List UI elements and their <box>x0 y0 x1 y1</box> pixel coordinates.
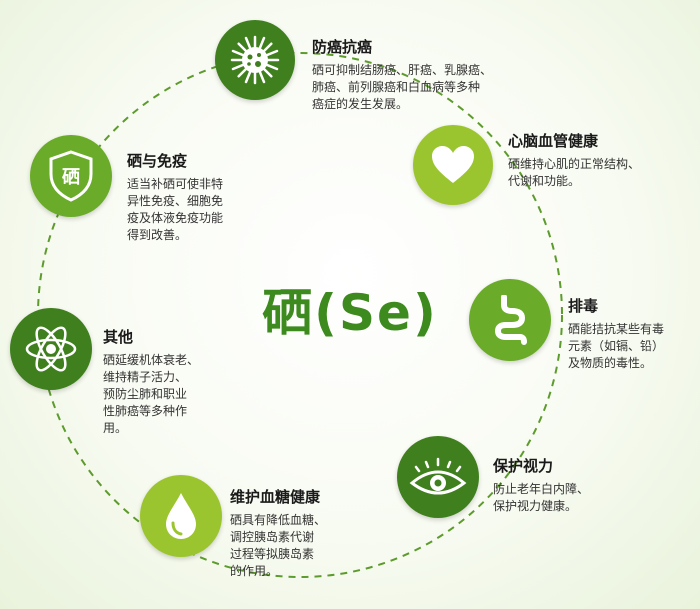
atom-icon <box>10 308 92 390</box>
node-cardio-label: 心脑血管健康 硒维持心肌的正常结构、 代谢和功能。 <box>508 132 693 190</box>
virus-icon <box>215 20 295 100</box>
shield-icon-text: 硒 <box>62 167 80 188</box>
node-title: 其他 <box>103 328 134 346</box>
node-title: 维护血糖健康 <box>230 488 321 506</box>
node-description: 硒延缓机体衰老、 维持精子活力、 预防尘肺和职业 性肺癌等多种作 用。 <box>103 353 200 435</box>
node-description: 适当补硒可使非特 异性免疫、细胞免 疫及体液免疫功能 得到改善。 <box>127 177 224 242</box>
node-other-label: 其他 硒延缓机体衰老、 维持精子活力、 预防尘肺和职业 性肺癌等多种作 用。 <box>103 328 253 437</box>
node-title: 排毒 <box>568 297 599 315</box>
node-description: 硒能拮抗某些有毒 元素（如镉、铅） 及物质的毒性。 <box>568 322 665 370</box>
shield-icon: 硒 <box>30 135 112 217</box>
node-description: 硒维持心肌的正常结构、 代谢和功能。 <box>508 157 641 188</box>
node-detox-label: 排毒 硒能拮抗某些有毒 元素（如镉、铅） 及物质的毒性。 <box>568 297 698 372</box>
droplet-icon <box>140 475 222 557</box>
eye-icon <box>397 436 479 518</box>
node-immunity-label: 硒与免疫 适当补硒可使非特 异性免疫、细胞免 疫及体液免疫功能 得到改善。 <box>127 152 277 244</box>
heart-icon <box>413 125 493 205</box>
node-title: 防癌抗癌 <box>312 38 373 56</box>
node-description: 硒具有降低血糖、 调控胰岛素代谢 过程等拟胰岛素 的作用。 <box>230 513 327 578</box>
node-title: 心脑血管健康 <box>508 132 599 150</box>
center-title: 硒(Se) <box>262 284 438 342</box>
node-title: 硒与免疫 <box>127 152 188 170</box>
node-cancer-label: 防癌抗癌 硒可抑制结肠癌、肝癌、乳腺癌、 肺癌、前列腺癌和白血病等多种 癌症的发… <box>312 38 562 113</box>
node-bloodsugar-label: 维护血糖健康 硒具有降低血糖、 调控胰岛素代谢 过程等拟胰岛素 的作用。 <box>230 488 390 580</box>
intestine-icon <box>469 279 551 361</box>
node-vision-label: 保护视力 防止老年白内障、 保护视力健康。 <box>493 457 643 515</box>
node-title: 保护视力 <box>493 457 554 475</box>
node-description: 防止老年白内障、 保护视力健康。 <box>493 482 590 513</box>
node-description: 硒可抑制结肠癌、肝癌、乳腺癌、 肺癌、前列腺癌和白血病等多种 癌症的发生发展。 <box>312 63 493 111</box>
